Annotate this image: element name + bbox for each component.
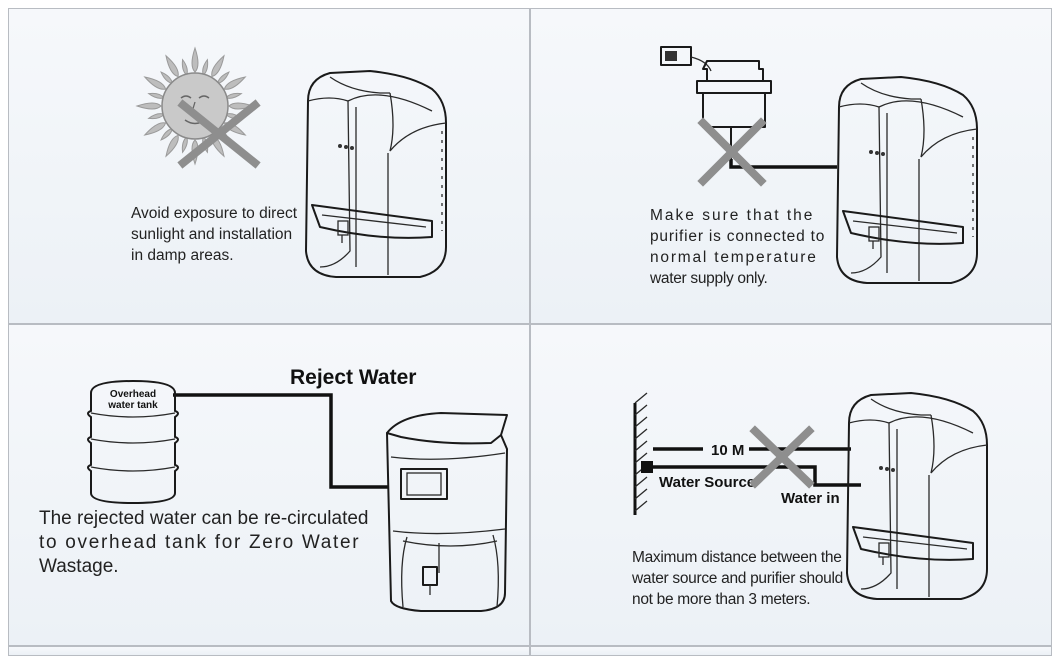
panel-temperature: Make sure that the purifier is connected… bbox=[530, 8, 1052, 324]
prohibited-cross-icon bbox=[697, 117, 767, 187]
purifier-icon bbox=[836, 76, 978, 284]
panel-sunlight: Avoid exposure to direct sunlight and in… bbox=[8, 8, 530, 324]
caption-line: purifier is connected to bbox=[650, 228, 826, 245]
temperature-illustration bbox=[660, 46, 978, 284]
caption-line: sunlight and installation bbox=[131, 226, 293, 243]
caption-line: in damp areas. bbox=[131, 247, 234, 264]
caption-line: to overhead tank for Zero Water bbox=[39, 532, 361, 553]
caption-line: Maximum distance between the bbox=[632, 549, 842, 566]
reject-water-illustration: Overhead water tank Reject Water bbox=[87, 366, 508, 612]
panel-distance: 10 M Water Source Water in Maximum dista… bbox=[530, 324, 1052, 646]
caption-line: not be more than 3 meters. bbox=[632, 591, 811, 608]
temperature-caption: Make sure that the purifier is connected… bbox=[650, 205, 825, 289]
caption-line: Avoid exposure to direct bbox=[131, 205, 298, 222]
prohibited-cross-icon bbox=[749, 425, 815, 489]
purifier-icon bbox=[846, 392, 988, 600]
caption-line: The rejected water can be re-circulated bbox=[39, 508, 369, 529]
caption-line: water supply only. bbox=[650, 270, 768, 287]
distance-caption: Maximum distance between the water sourc… bbox=[632, 547, 843, 610]
caption-line: Make sure that the bbox=[650, 207, 815, 224]
tank-label-line1: Overhead bbox=[110, 389, 156, 400]
water-source-label: Water Source bbox=[659, 474, 755, 491]
wall-icon bbox=[633, 392, 653, 515]
purifier-icon bbox=[386, 412, 508, 612]
distance-illustration: 10 M Water Source Water in bbox=[633, 392, 988, 600]
sun-icon bbox=[135, 46, 255, 166]
caption-line: normal temperature bbox=[650, 249, 818, 266]
water-in-label: Water in bbox=[781, 490, 840, 507]
reject-water-heading: Reject Water bbox=[290, 366, 416, 389]
purifier-icon bbox=[305, 70, 447, 278]
caption-line: Wastage. bbox=[39, 556, 119, 577]
sunlight-illustration bbox=[135, 46, 447, 278]
sunlight-caption: Avoid exposure to direct sunlight and in… bbox=[131, 203, 297, 266]
panel-reject-water: Overhead water tank Reject Water The rej… bbox=[8, 324, 530, 646]
reject-caption: The rejected water can be re-circulated … bbox=[39, 507, 369, 579]
caption-line: water source and purifier should bbox=[632, 570, 843, 587]
water-heater-icon bbox=[660, 46, 772, 160]
overhead-tank-icon: Overhead water tank bbox=[87, 380, 179, 504]
tank-label-line2: water tank bbox=[107, 400, 158, 411]
prohibited-cross-icon bbox=[177, 99, 261, 169]
panel-partial-left bbox=[8, 646, 530, 656]
distance-label: 10 M bbox=[711, 442, 744, 459]
panel-partial-right bbox=[530, 646, 1052, 656]
